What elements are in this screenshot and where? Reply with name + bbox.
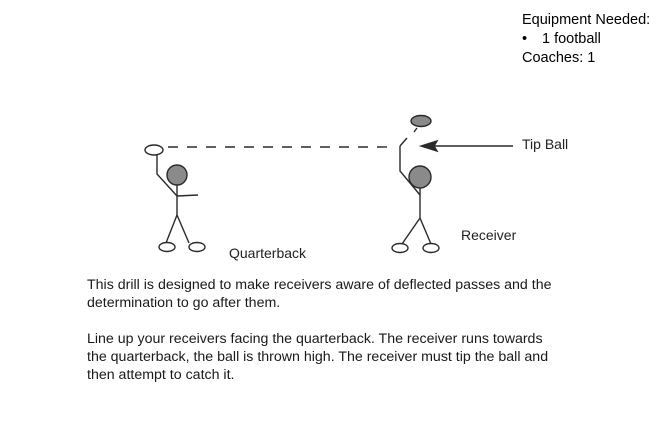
receiver-leg-left (401, 217, 421, 245)
qb-leg-right (176, 214, 190, 244)
qb-leg-left (165, 214, 178, 244)
football-icon (144, 144, 164, 156)
qb-throwing-arm (156, 155, 178, 197)
equipment-heading: Equipment Needed: (522, 12, 651, 28)
quarterback-figure (144, 144, 206, 253)
equipment-panel: Equipment Needed: • 1 football Coaches: … (522, 11, 650, 68)
receiver-raised-arm (399, 146, 421, 196)
receiver-figure (391, 114, 440, 254)
qb-head (166, 164, 188, 186)
qb-arm (176, 194, 199, 197)
receiver-foot-right (422, 242, 440, 254)
tip-ball-label: Tip Ball (522, 136, 569, 152)
coaches-count: Coaches: 1 (522, 50, 596, 66)
bullet-icon: • (522, 31, 528, 47)
receiver-label: Receiver (461, 227, 517, 243)
description-paragraph-2: Line up your receivers facing the quarte… (87, 331, 549, 383)
deflection-mark (413, 127, 418, 133)
receiver-leg-right (419, 217, 432, 245)
qb-foot-right (188, 241, 206, 253)
receiver-head (408, 165, 432, 189)
tip-ball-arrow (418, 139, 513, 153)
arrowhead-icon (418, 139, 439, 153)
receiver-foot-left (391, 242, 409, 254)
deflected-football-icon (410, 114, 432, 128)
equipment-item-text: 1 football (542, 31, 601, 47)
qb-foot-left (158, 241, 176, 253)
equipment-item: • 1 football (522, 30, 650, 49)
quarterback-label: Quarterback (229, 245, 307, 261)
receiver-hand (399, 137, 408, 147)
description-paragraph-1: This drill is designed to make receivers… (87, 277, 552, 311)
